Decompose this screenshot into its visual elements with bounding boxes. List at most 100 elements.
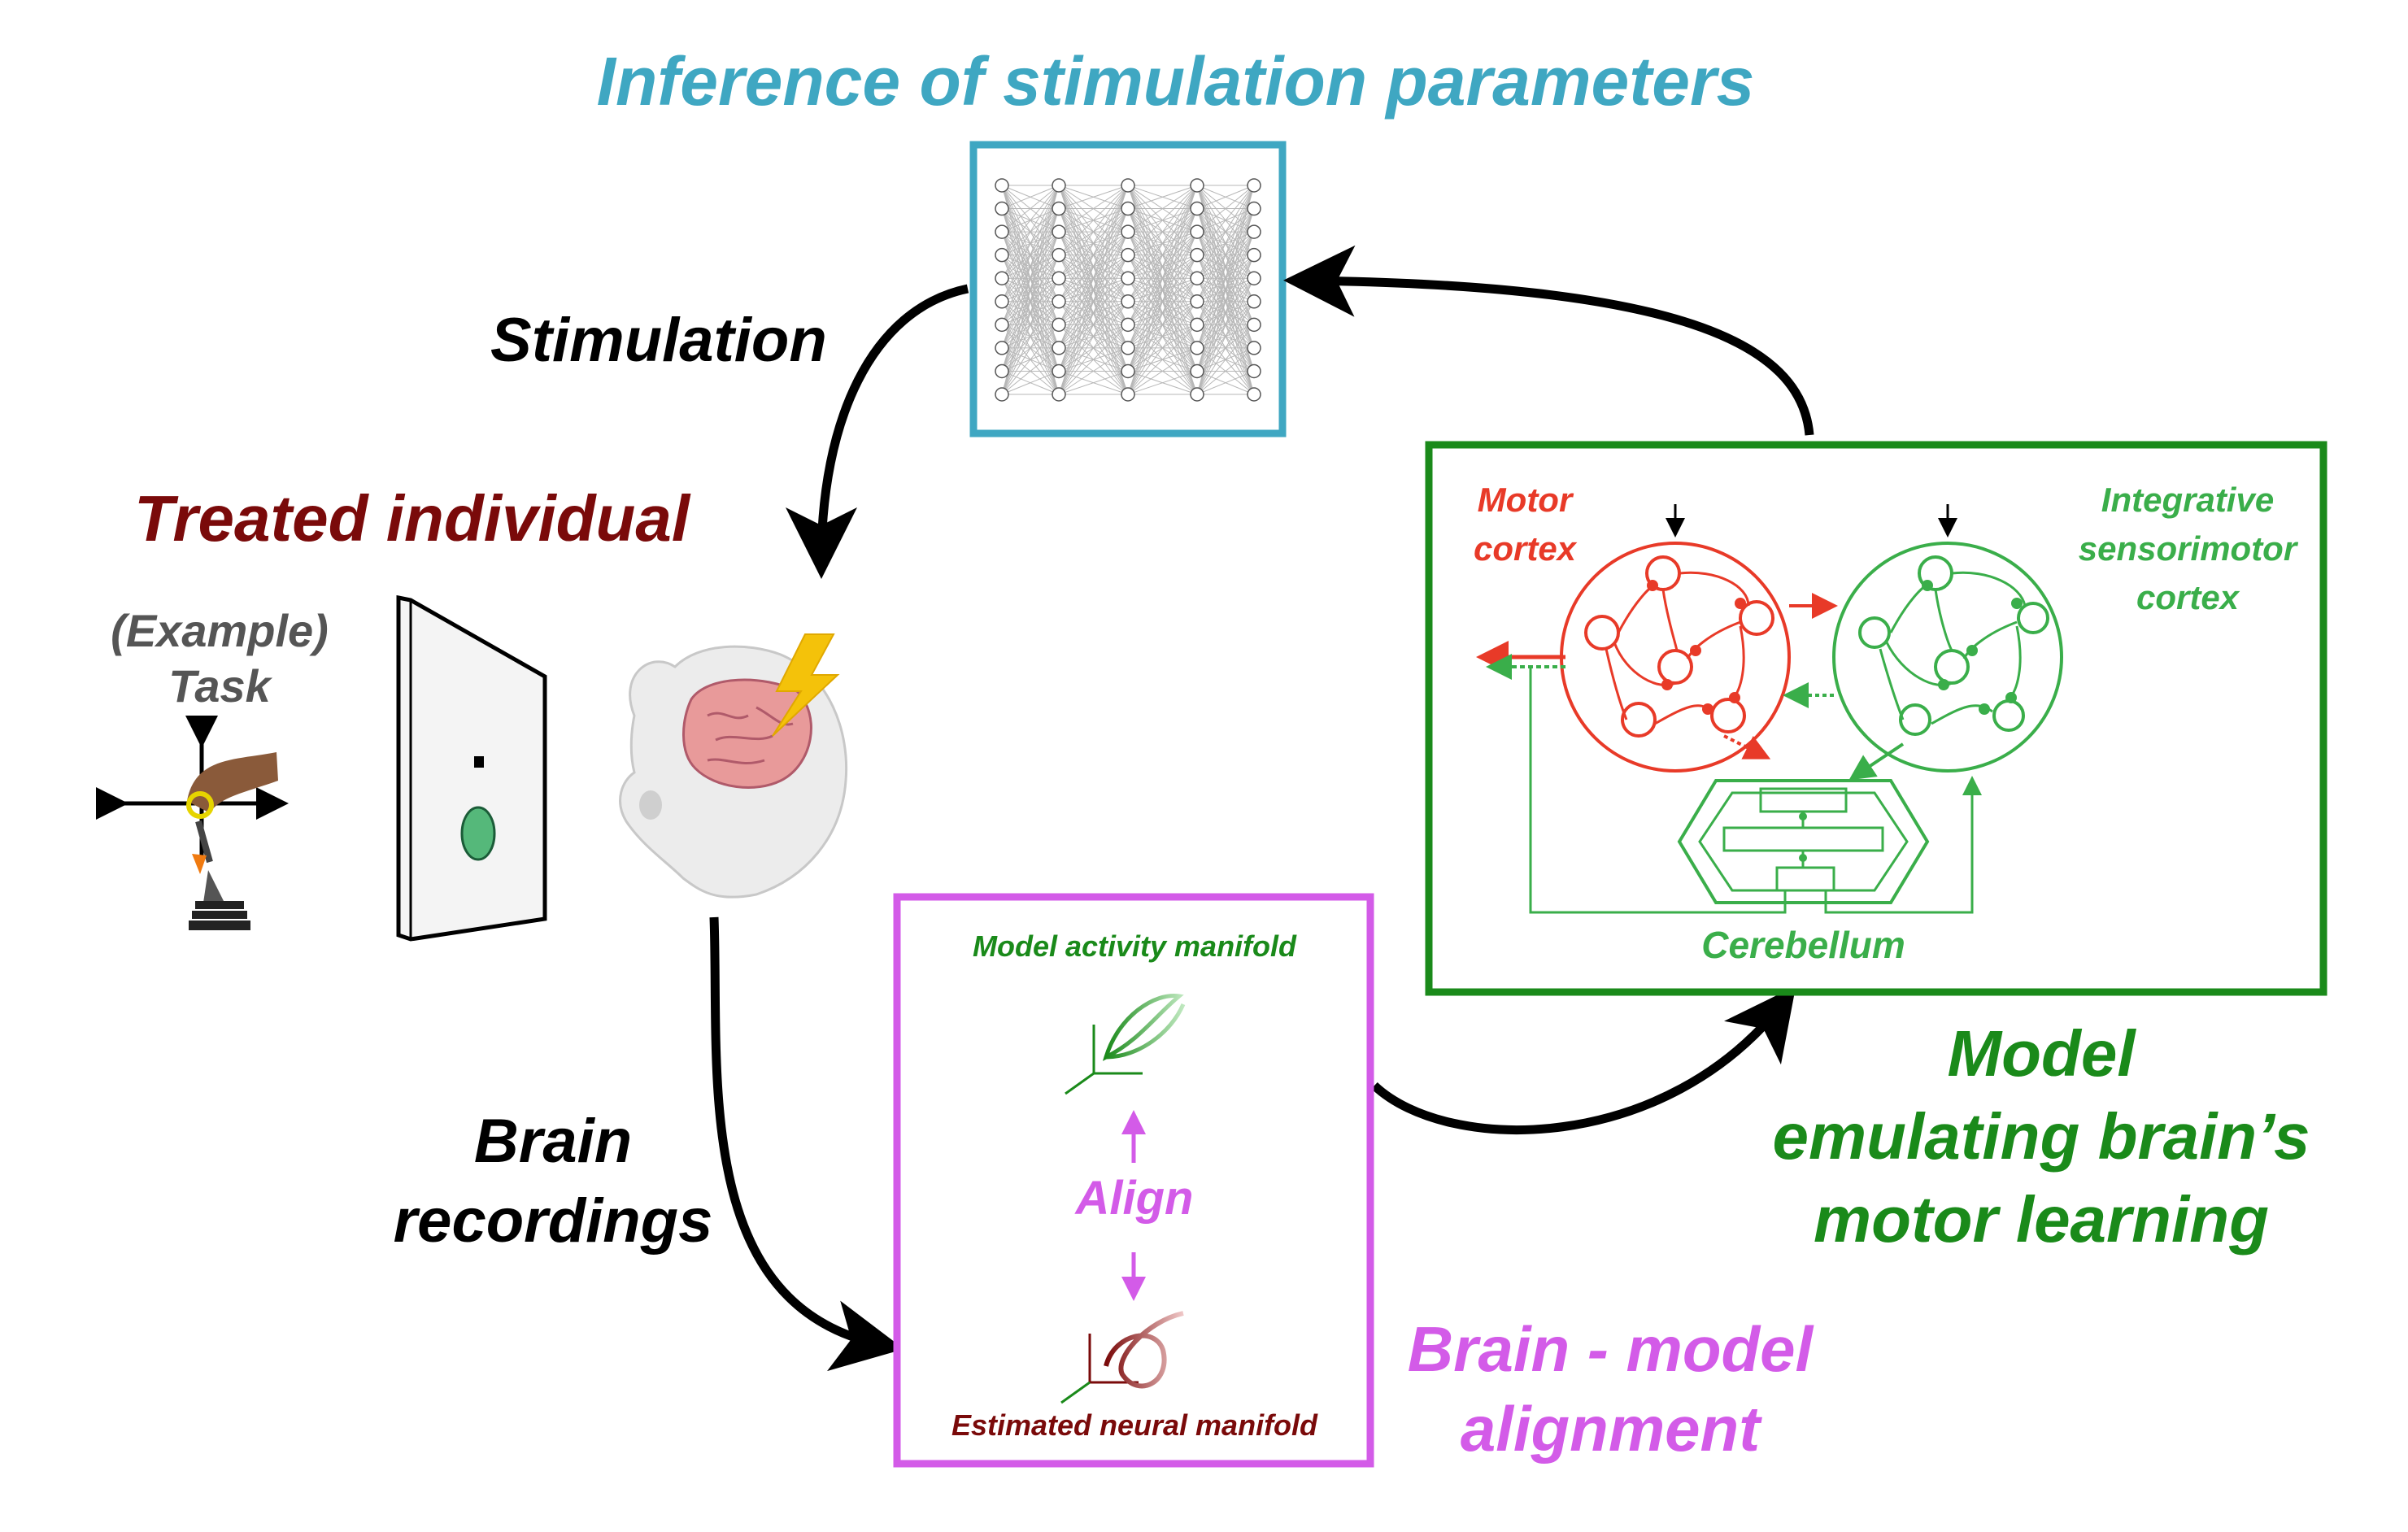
nn-edge	[1127, 185, 1198, 233]
nn-node	[1121, 178, 1135, 193]
nn-node	[995, 201, 1009, 216]
nn-node	[1052, 201, 1066, 216]
nn-edge	[1001, 255, 1060, 395]
brain-model-line1: Brain - model	[1407, 1313, 1814, 1385]
nn-edge	[1127, 347, 1198, 395]
nn-node	[1121, 363, 1135, 379]
nn-edge	[1196, 347, 1255, 395]
motor-cortex-label: Motor cortex	[1452, 476, 1598, 573]
model-line1: Model	[1947, 1017, 2136, 1090]
nn-edge	[1058, 185, 1129, 256]
nn-edge	[1058, 255, 1129, 395]
nn-edge	[1196, 255, 1255, 395]
motor-to-cerebellum-arrow	[1723, 734, 1771, 759]
nn-edge	[1001, 185, 1060, 349]
nn-node	[995, 294, 1009, 309]
nn-node	[1121, 224, 1135, 239]
nn-edge	[1196, 185, 1255, 233]
nn-node	[1247, 317, 1261, 333]
sensory-to-cerebellum-arrow	[1848, 742, 1905, 781]
nn-node	[995, 178, 1009, 193]
nn-node	[1052, 178, 1066, 193]
nn-node	[1190, 341, 1204, 355]
nn-node	[1190, 247, 1204, 263]
recordings-arrow	[709, 916, 904, 1371]
alignment-box	[893, 893, 1374, 1468]
motor-cortex-line2: cortex	[1473, 529, 1577, 568]
estimated-neural-manifold-label: Estimated neural manifold	[951, 1408, 1318, 1442]
cerebellum-loop-left	[1529, 667, 1787, 914]
model-activity-manifold-label: Model activity manifold	[972, 929, 1297, 963]
nn-edge	[1058, 185, 1129, 302]
sensorimotor-cortex-circle	[1832, 504, 2063, 773]
nn-edge	[1058, 347, 1129, 395]
inference-title: Inference of stimulation parameters	[596, 43, 1755, 120]
nn-edge	[1127, 185, 1198, 256]
model-title-label: Model emulating brain’s motor learning	[1692, 1012, 2391, 1261]
nn-node	[995, 317, 1009, 333]
nn-node	[1190, 271, 1204, 285]
nn-node	[1121, 201, 1135, 216]
nn-node	[1190, 317, 1204, 333]
nn-node	[1052, 363, 1066, 379]
nn-node	[1052, 317, 1066, 333]
nn-edge	[1196, 231, 1255, 395]
nn-node	[1121, 341, 1135, 355]
nn-edge	[1196, 185, 1255, 395]
example-task-label: (Example) Task	[65, 603, 374, 714]
model-box	[1425, 441, 2327, 996]
brain-model-alignment-label: Brain - model alignment	[1366, 1309, 1854, 1469]
nn-edge	[1127, 185, 1198, 279]
nn-node	[1247, 201, 1261, 216]
nn-edge	[1001, 185, 1060, 255]
nn-edge	[1196, 185, 1255, 302]
brain-recordings-line2: recordings	[393, 1186, 713, 1256]
nn-edge	[1001, 185, 1060, 279]
nn-edge	[1127, 324, 1198, 395]
nn-edge	[1196, 278, 1255, 395]
nn-edge	[1058, 185, 1129, 349]
nn-node	[995, 224, 1009, 239]
nn-edge	[1196, 185, 1255, 255]
nn-node	[995, 247, 1009, 263]
nn-edge	[1058, 370, 1129, 395]
neural-manifold-icon	[1060, 1311, 1184, 1404]
nn-node	[1247, 387, 1261, 402]
integrative-cortex-label: Integrative sensorimotor cortex	[2066, 476, 2310, 622]
nn-edge	[1127, 185, 1198, 395]
nn-edge	[1196, 301, 1255, 395]
motor-cortex-line1: Motor	[1477, 481, 1573, 519]
treated-individual-label: Treated individual	[134, 482, 690, 555]
nn-edge	[1196, 324, 1255, 395]
nn-edge	[1196, 208, 1255, 395]
nn-edge	[1001, 347, 1060, 395]
nn-node	[1247, 247, 1261, 263]
nn-edge	[1001, 185, 1060, 210]
nn-edge	[1001, 278, 1060, 395]
nn-node	[1052, 341, 1066, 355]
align-label: Align	[1075, 1172, 1194, 1225]
nn-edge	[1127, 185, 1198, 302]
nn-edge	[1001, 185, 1060, 372]
nn-edge	[1001, 185, 1060, 233]
nn-edge	[1058, 185, 1129, 210]
neural-network-icon	[969, 141, 1287, 437]
nn-edge	[1127, 231, 1198, 395]
nn-node	[1190, 387, 1204, 402]
nn-edge	[1001, 301, 1060, 395]
nn-edge	[1001, 208, 1060, 395]
nn-node	[995, 363, 1009, 379]
nn-node	[995, 341, 1009, 355]
nn-edge	[1001, 370, 1060, 395]
nn-node	[1190, 178, 1204, 193]
nn-edge	[1196, 370, 1255, 395]
nn-node	[1121, 387, 1135, 402]
model-line2: emulating brain’s	[1772, 1100, 2310, 1173]
nn-edge	[1127, 185, 1198, 349]
nn-node	[1247, 271, 1261, 285]
stimulation-arrow	[786, 284, 969, 579]
nn-edge	[1001, 185, 1060, 395]
nn-edge	[1058, 185, 1129, 325]
